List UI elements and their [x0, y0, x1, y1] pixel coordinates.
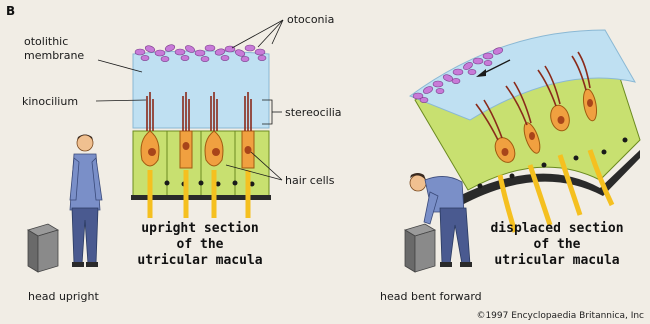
label-otolithic-2: membrane: [24, 49, 84, 62]
caption-displaced-3: utricular macula: [494, 253, 619, 268]
box-bent: [405, 224, 435, 272]
caption-head-bent: head bent forward: [380, 290, 482, 303]
caption-upright-3: utricular macula: [137, 253, 262, 268]
label-kinocilium: kinocilium: [22, 95, 78, 108]
box-upright: [28, 224, 58, 272]
copyright-notice: ©1997 Encyclopaedia Britannica, Inc: [476, 311, 644, 321]
panel-label: B: [6, 4, 15, 18]
label-otoconia: otoconia: [287, 13, 334, 26]
label-stereocilia: stereocilia: [285, 106, 342, 119]
upright-section: [131, 43, 271, 218]
caption-displaced-2: of the: [534, 237, 581, 252]
caption-upright-1: upright section: [141, 221, 258, 236]
label-hair-cells: hair cells: [285, 174, 335, 187]
label-otolithic-1: otolithic: [24, 35, 68, 48]
caption-upright-2: of the: [177, 237, 224, 252]
caption-head-upright: head upright: [28, 290, 99, 303]
caption-displaced-1: displaced section: [490, 221, 623, 236]
